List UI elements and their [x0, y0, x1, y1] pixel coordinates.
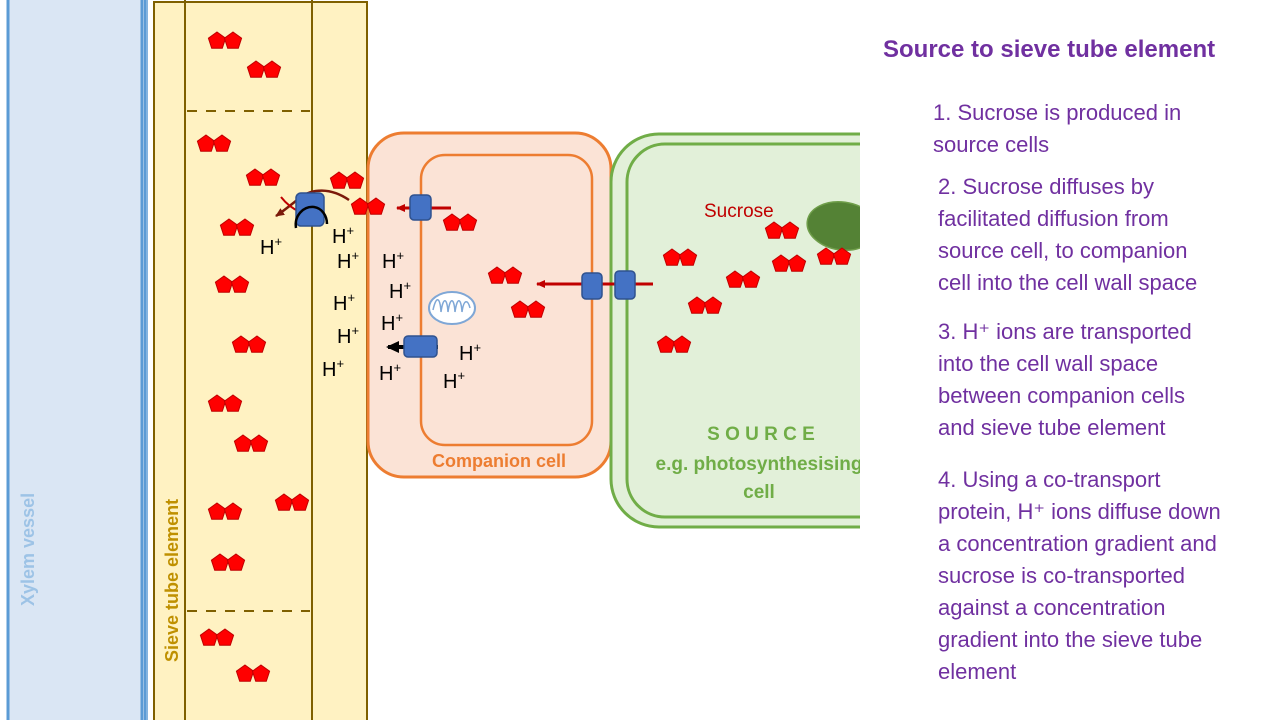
- transport-protein-source: [581, 270, 636, 300]
- sucrose-molecule-icon: [196, 134, 232, 152]
- hydrogen-ion-label: H+: [260, 234, 282, 259]
- sucrose-molecule-icon: [207, 394, 243, 412]
- sucrose-molecule-icon: [214, 275, 250, 293]
- step-4-line: sucrose is co-transported: [938, 563, 1185, 588]
- sucrose-molecule-icon: [207, 502, 243, 520]
- sucrose-molecule-icon: [656, 335, 692, 353]
- step-2-line: 2. Sucrose diffuses by: [938, 174, 1155, 199]
- sucrose-molecule-icon: [245, 168, 281, 186]
- sucrose-molecule-icon: [764, 221, 800, 239]
- sucrose-molecule-icon: [207, 31, 243, 49]
- step-2-line: cell into the cell wall space: [938, 270, 1198, 295]
- sucrose-molecules: [196, 31, 852, 682]
- mitochondrion-icon: [428, 291, 476, 325]
- sucrose-molecule-icon: [233, 434, 269, 452]
- sucrose-molecule-icon: [442, 213, 478, 231]
- step-3-line: into the cell wall space: [938, 351, 1159, 376]
- hydrogen-ion-label: H+: [459, 340, 481, 365]
- xylem-label: Xylem vessel: [18, 493, 38, 606]
- sucrose-molecule-icon: [350, 197, 386, 215]
- step-4: 4. Using a co-transport protein, H⁺ ions…: [938, 464, 1221, 688]
- step-4-line: 4. Using a co-transport: [938, 467, 1161, 492]
- sucrose-molecule-icon: [725, 270, 761, 288]
- sucrose-molecule-icon: [487, 266, 523, 284]
- step-2-line: facilitated diffusion from: [938, 206, 1169, 231]
- hydrogen-ion-label: H+: [381, 310, 403, 335]
- step-3-line: between companion cells: [938, 383, 1186, 408]
- step-4-line: gradient into the sieve tube: [938, 627, 1203, 652]
- sieve-tube-label: Sieve tube element: [162, 499, 182, 662]
- xylem-vessel: [6, 0, 148, 720]
- co-transport-protein: [275, 189, 350, 229]
- hydrogen-ion-label: H+: [443, 368, 465, 393]
- sucrose-molecule-icon: [771, 254, 807, 272]
- sucrose-molecule-icon: [231, 335, 267, 353]
- source-title: S O U R C E: [707, 424, 815, 445]
- sucrose-molecule-icon: [210, 553, 246, 571]
- step-3-line: and sieve tube element: [938, 415, 1166, 440]
- hydrogen-ion-label: H+: [379, 360, 401, 385]
- step-4-line: protein, H⁺ ions diffuse down: [938, 499, 1221, 524]
- step-1-line: source cells: [933, 132, 1050, 157]
- hydrogen-ion-label: H+: [337, 323, 359, 348]
- sucrose-molecule-icon: [816, 247, 852, 265]
- step-4-line: element: [938, 659, 1017, 684]
- source-subtitle-line2: cell: [743, 482, 775, 503]
- hydrogen-ion-label: H+: [333, 290, 355, 315]
- hydrogen-ion-label: H+: [322, 356, 344, 381]
- chloroplast-icon: [806, 200, 860, 252]
- sucrose-molecule-icon: [246, 60, 282, 78]
- sucrose-label: Sucrose: [704, 201, 774, 222]
- step-4-line: against a concentration: [938, 595, 1166, 620]
- sucrose-molecule-icon: [329, 171, 365, 189]
- step-3-line: 3. H⁺ ions are transported: [938, 319, 1192, 344]
- companion-cell-label: Companion cell: [432, 451, 566, 471]
- sucrose-molecule-icon: [274, 493, 310, 511]
- transport-protein-companion: [409, 194, 432, 221]
- step-1: 1. Sucrose is produced in source cells: [933, 97, 1181, 161]
- step-2: 2. Sucrose diffuses by facilitated diffu…: [938, 171, 1197, 299]
- hydrogen-ion-label: H+: [382, 248, 404, 273]
- step-3: 3. H⁺ ions are transported into the cell…: [938, 316, 1192, 444]
- explanation-panel: Source to sieve tube element 1. Sucrose …: [870, 0, 1275, 720]
- proton-pump-protein: [403, 335, 438, 358]
- source-subtitle-line1: e.g. photosynthesising: [656, 454, 860, 475]
- hydrogen-ions: H+H+H+H+H+H+H+H+H+H+H+H+: [260, 223, 481, 393]
- hydrogen-ion-label: H+: [337, 248, 359, 273]
- step-1-line: 1. Sucrose is produced in: [933, 100, 1182, 125]
- step-2-line: source cell, to companion: [938, 238, 1188, 263]
- step-4-line: a concentration gradient and: [938, 531, 1217, 556]
- sucrose-molecule-icon: [662, 248, 698, 266]
- sucrose-molecule-icon: [235, 664, 271, 682]
- sucrose-molecule-icon: [219, 218, 255, 236]
- panel-title: Source to sieve tube element: [883, 36, 1216, 63]
- hydrogen-ion-label: H+: [389, 278, 411, 303]
- sucrose-molecule-icon: [687, 296, 723, 314]
- hydrogen-ion-label: H+: [332, 223, 354, 248]
- sieve-tube-element: [153, 0, 368, 720]
- sucrose-molecule-icon: [199, 628, 235, 646]
- phloem-loading-diagram: Xylem vessel Sieve tube element Companio…: [6, 0, 860, 720]
- companion-cell: [366, 131, 613, 479]
- sucrose-molecule-icon: [510, 300, 546, 318]
